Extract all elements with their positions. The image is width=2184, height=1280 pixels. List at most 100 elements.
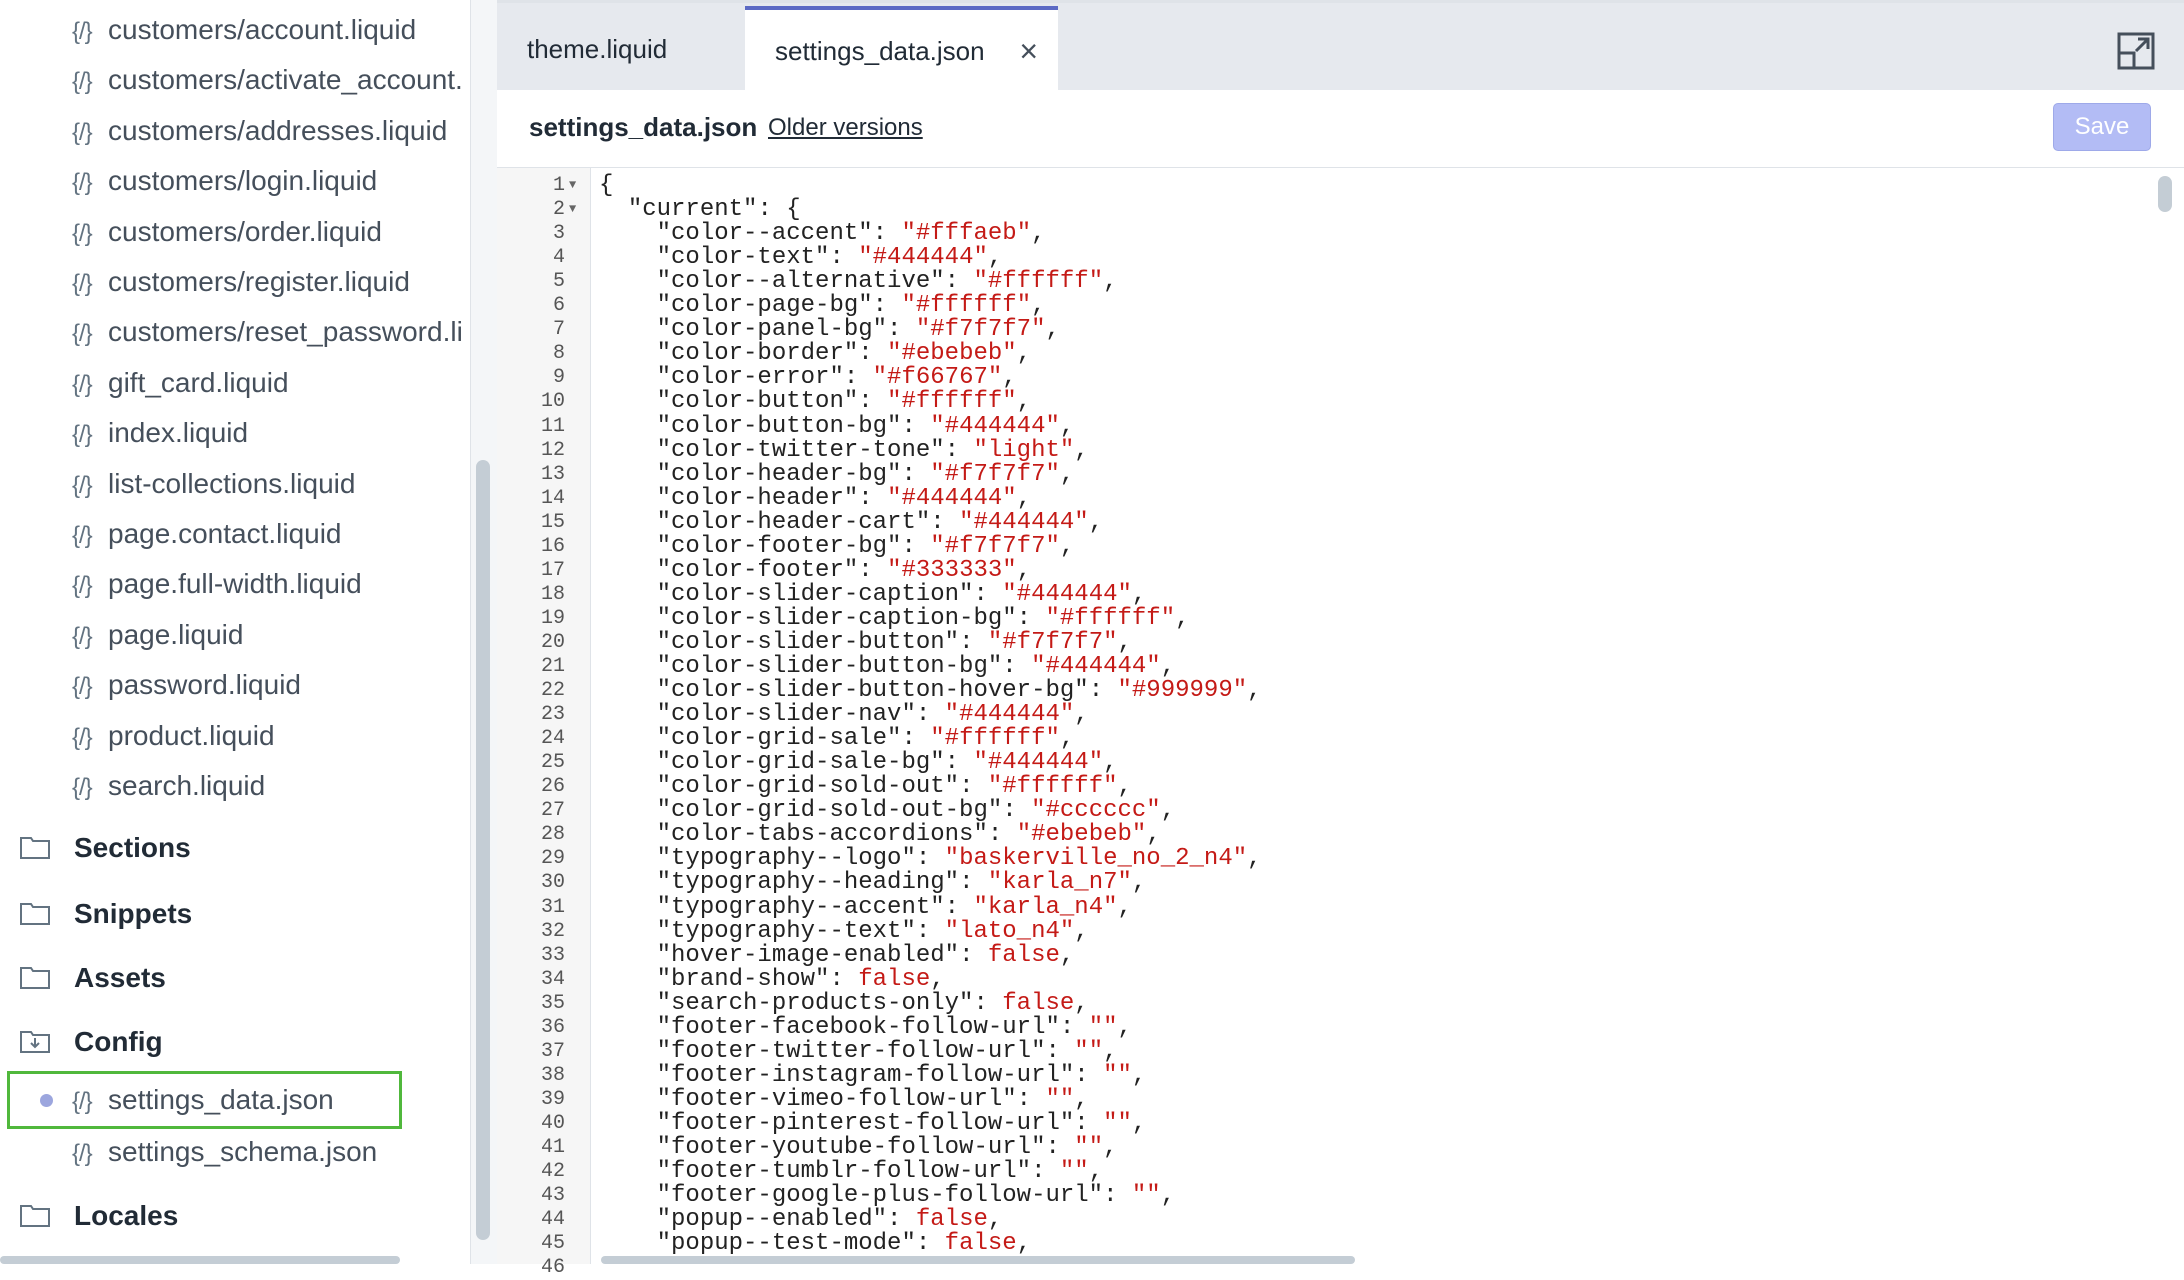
close-icon[interactable]: ×: [1019, 33, 1038, 69]
sidebar-horizontal-scrollbar[interactable]: [0, 1256, 400, 1264]
save-button[interactable]: Save: [2053, 103, 2151, 151]
code-indent: [599, 316, 657, 343]
code-punctuation: ,: [1247, 845, 1262, 873]
code-line: "footer-instagram-follow-url": "",: [599, 1061, 1147, 1089]
code-indent: [599, 196, 628, 223]
code-punctuation: ,: [1016, 1230, 1032, 1258]
sidebar-scroll-thumb[interactable]: [476, 460, 490, 1240]
json-separator: :: [1002, 653, 1032, 680]
line-number: 21: [540, 655, 565, 678]
code-punctuation: ,: [1117, 893, 1132, 921]
tab-settings-data-json[interactable]: settings_data.json ×: [745, 6, 1058, 93]
code-indent: [599, 725, 657, 752]
folder-sections[interactable]: Sections: [20, 821, 191, 875]
code-indent: [599, 918, 657, 945]
file-item-settings-data-active[interactable]: {/}settings_data.json: [7, 1071, 402, 1129]
file-item[interactable]: {/}customers/register.liquid: [72, 257, 410, 307]
file-item[interactable]: {/}list-collections.liquid: [72, 459, 355, 509]
code-punctuation: ,: [1074, 701, 1089, 729]
tab-theme-liquid[interactable]: theme.liquid: [497, 6, 745, 92]
file-item[interactable]: {/}page.liquid: [72, 610, 243, 660]
fold-arrow-icon[interactable]: ▼: [569, 178, 577, 192]
file-item[interactable]: {/}page.full-width.liquid: [72, 559, 362, 609]
code-punctuation: ,: [1103, 1134, 1118, 1161]
json-value: "#444444": [973, 749, 1104, 777]
file-header: settings_data.json Older versions Save: [497, 90, 2184, 168]
editor-horizontal-scrollbar[interactable]: [601, 1256, 1355, 1264]
folder-locales[interactable]: Locales: [20, 1189, 178, 1243]
json-separator: :: [1002, 797, 1032, 825]
code-indent: [599, 749, 657, 776]
file-item[interactable]: {/}customers/reset_password.li: [72, 307, 463, 357]
json-value: "#ffffff": [887, 388, 1017, 416]
code-line: "hover-image-enabled": false,: [599, 943, 1075, 968]
line-number: 6: [552, 294, 565, 318]
file-item[interactable]: {/}product.liquid: [72, 711, 275, 761]
fold-arrow-icon[interactable]: ▼: [569, 202, 577, 217]
json-key: "color-header-cart": [656, 508, 931, 536]
file-item[interactable]: {/}page.contact.liquid: [72, 509, 342, 559]
code-file-icon: {/}: [72, 219, 93, 247]
folder-assets[interactable]: Assets: [20, 951, 166, 1005]
code-line: "footer-youtube-follow-url": "",: [599, 1136, 1118, 1160]
folder-config[interactable]: Config: [20, 1015, 163, 1069]
code-indent: [599, 1158, 657, 1185]
file-item[interactable]: {/}customers/account.liquid: [72, 5, 416, 55]
line-number: 19: [540, 606, 565, 630]
code-indent: [599, 413, 657, 440]
json-separator: :: [915, 701, 945, 729]
code-file-icon: {/}: [72, 118, 93, 146]
json-value: "#444444": [944, 701, 1075, 729]
code-punctuation: ,: [1103, 268, 1118, 296]
json-separator: :: [1045, 1037, 1075, 1065]
folder-snippets[interactable]: Snippets: [20, 887, 192, 941]
line-number: 43: [540, 1184, 565, 1208]
file-item[interactable]: {/}customers/order.liquid: [72, 207, 382, 257]
code-indent: [599, 437, 657, 464]
file-item[interactable]: {/}customers/addresses.liquid: [72, 106, 447, 156]
code-punctuation: ,: [1016, 388, 1032, 416]
code-indent: [599, 244, 657, 271]
json-separator: :: [901, 412, 931, 440]
file-item[interactable]: {/}search.liquid: [72, 761, 265, 811]
file-item-settings-schema[interactable]: {/}settings_schema.json: [72, 1127, 377, 1177]
file-item[interactable]: {/}customers/login.liquid: [72, 156, 377, 206]
line-number: 44: [540, 1208, 565, 1232]
code-line: "color-text": "#444444",: [599, 244, 1003, 271]
older-versions-link[interactable]: Older versions: [768, 114, 923, 141]
code-indent: [599, 461, 657, 488]
line-number: 29: [540, 847, 565, 871]
code-punctuation: ,: [1131, 1061, 1147, 1089]
file-item-label: index.liquid: [108, 417, 249, 449]
code-indent: [599, 797, 657, 824]
json-key: "color-footer-bg": [656, 532, 902, 560]
json-value: "#ffffff": [901, 292, 1032, 320]
code-line: "footer-facebook-follow-url": "",: [599, 1013, 1132, 1041]
json-separator: :: [901, 532, 931, 560]
code-file-icon: {/}: [72, 68, 93, 96]
folder-icon: [20, 966, 50, 989]
json-value: "": [1088, 1013, 1118, 1041]
json-separator: :: [1045, 1134, 1075, 1161]
line-number: 9: [552, 366, 565, 390]
json-separator: :: [901, 725, 931, 753]
code-file-icon: {/}: [72, 169, 93, 197]
line-number: 30: [540, 871, 565, 895]
code-indent: [599, 485, 657, 512]
file-item[interactable]: {/}customers/activate_account.: [72, 55, 463, 105]
code-file-icon: {/}: [72, 774, 93, 801]
file-item[interactable]: {/}gift_card.liquid: [72, 358, 289, 408]
file-item[interactable]: {/}password.liquid: [72, 660, 301, 710]
file-item-label-row: {/}settings_data.json: [72, 1075, 334, 1125]
editor-vertical-scrollbar[interactable]: [2158, 176, 2172, 212]
file-item[interactable]: {/}index.liquid: [72, 408, 248, 458]
json-value: false: [1002, 989, 1075, 1017]
line-number: 16: [540, 534, 565, 558]
expand-icon[interactable]: [2116, 31, 2156, 71]
line-number: 39: [540, 1087, 565, 1111]
line-number: 17: [540, 558, 565, 582]
code-line: "color-grid-sale": "#ffffff",: [599, 725, 1075, 753]
json-key: "typography--accent": [656, 893, 945, 921]
json-value: "": [1074, 1037, 1104, 1065]
